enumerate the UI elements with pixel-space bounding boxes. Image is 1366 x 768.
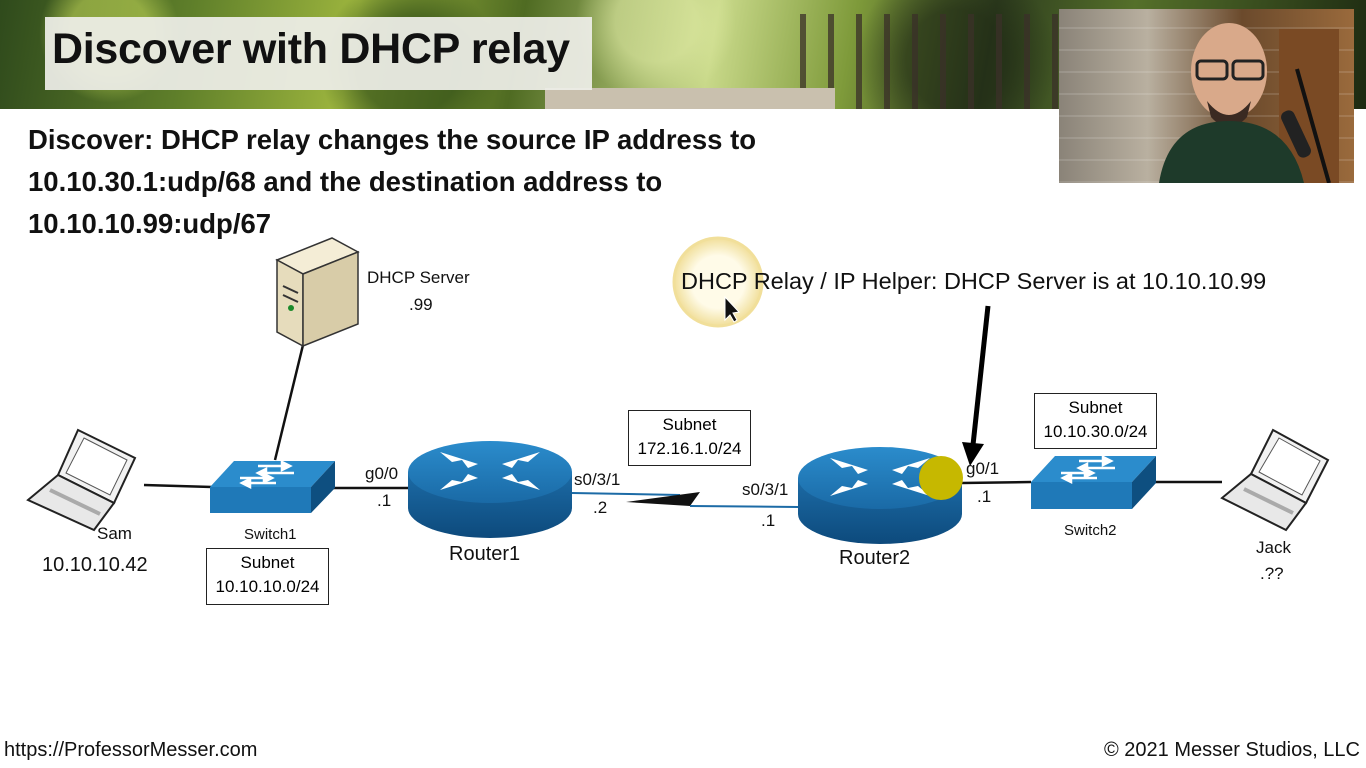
callout-arrow-icon <box>962 305 991 466</box>
router2-s0-3-1-label: s0/3/1 <box>742 480 789 499</box>
description-line-3: 10.10.10.99:udp/67 <box>28 208 272 239</box>
link-wan-right <box>689 505 799 508</box>
sam-label: Sam <box>97 524 132 543</box>
cursor-highlight <box>672 236 764 328</box>
interface-highlight-dot <box>919 456 963 500</box>
router-icon-router1 <box>408 441 572 538</box>
relay-callout: DHCP Relay / IP Helper: DHCP Server is a… <box>681 268 1267 294</box>
link-server-switch1 <box>273 344 305 461</box>
dhcp-server-host: .99 <box>409 295 433 314</box>
server-icon <box>275 237 360 348</box>
footer-url[interactable]: https://ProfessorMesser.com <box>4 739 258 761</box>
link-sam-switch1 <box>143 483 213 489</box>
switch-icon-switch2 <box>1031 454 1156 509</box>
slide-description: Discover: DHCP relay changes the source … <box>28 119 756 245</box>
switch2-label: Switch2 <box>1064 522 1117 539</box>
jack-label: Jack <box>1256 538 1291 557</box>
dhcp-server-label: DHCP Server <box>367 268 470 287</box>
router1-g0-0-label: g0/0 <box>365 464 399 483</box>
subnet-wan-label: Subnet <box>662 415 717 434</box>
router2-g0-1-label: g0/1 <box>966 459 1000 478</box>
title-backdrop <box>45 17 592 90</box>
subnet-box-right: Subnet 10.10.30.0/24 <box>1034 393 1157 449</box>
subnet-box-wan: Subnet 172.16.1.0/24 <box>628 410 751 466</box>
router1-g0-0-host: .1 <box>377 491 392 510</box>
link-wan-left <box>571 492 681 496</box>
link-router2-switch2 <box>961 480 1032 485</box>
router2-g0-1-host: .1 <box>977 487 992 506</box>
mouse-pointer-icon <box>724 295 741 323</box>
sam-ip: 10.10.10.42 <box>42 554 148 576</box>
bridge-deck <box>545 88 835 109</box>
presenter-webcam <box>1059 9 1354 183</box>
description-line-1: Discover: DHCP relay changes the source … <box>28 124 757 155</box>
network-links <box>143 344 1222 508</box>
description-line-2: 10.10.30.1:udp/68 and the destination ad… <box>28 166 663 197</box>
switch1-label: Switch1 <box>244 526 297 543</box>
subnet-right-label: Subnet <box>1068 398 1123 417</box>
subnet-right-cidr: 10.10.30.0/24 <box>1043 422 1148 441</box>
footer-copyright: © 2021 Messer Studios, LLC <box>1104 739 1360 761</box>
subnet-left-cidr: 10.10.10.0/24 <box>215 577 320 596</box>
presenter-figure <box>1159 23 1339 183</box>
router1-s0-3-1-label: s0/3/1 <box>574 470 621 489</box>
subnet-box-left: Subnet 10.10.10.0/24 <box>206 548 329 605</box>
router1-s0-3-1-host: .2 <box>593 498 608 517</box>
slide-title: Discover with DHCP relay <box>52 25 570 73</box>
laptop-icon-sam <box>26 428 137 532</box>
router2-label: Router2 <box>839 547 911 569</box>
switch-icon-switch1 <box>210 459 335 513</box>
router-icon-router2 <box>798 447 962 544</box>
subnet-wan-cidr: 172.16.1.0/24 <box>637 439 742 458</box>
router2-s0-3-1-host: .1 <box>761 511 776 530</box>
jack-host: .?? <box>1260 564 1284 583</box>
serial-lightning-icon <box>626 492 700 506</box>
router1-label: Router1 <box>449 543 521 565</box>
laptop-icon-jack <box>1220 428 1330 532</box>
subnet-left-label: Subnet <box>240 553 295 572</box>
bridge-railing <box>800 14 1060 109</box>
